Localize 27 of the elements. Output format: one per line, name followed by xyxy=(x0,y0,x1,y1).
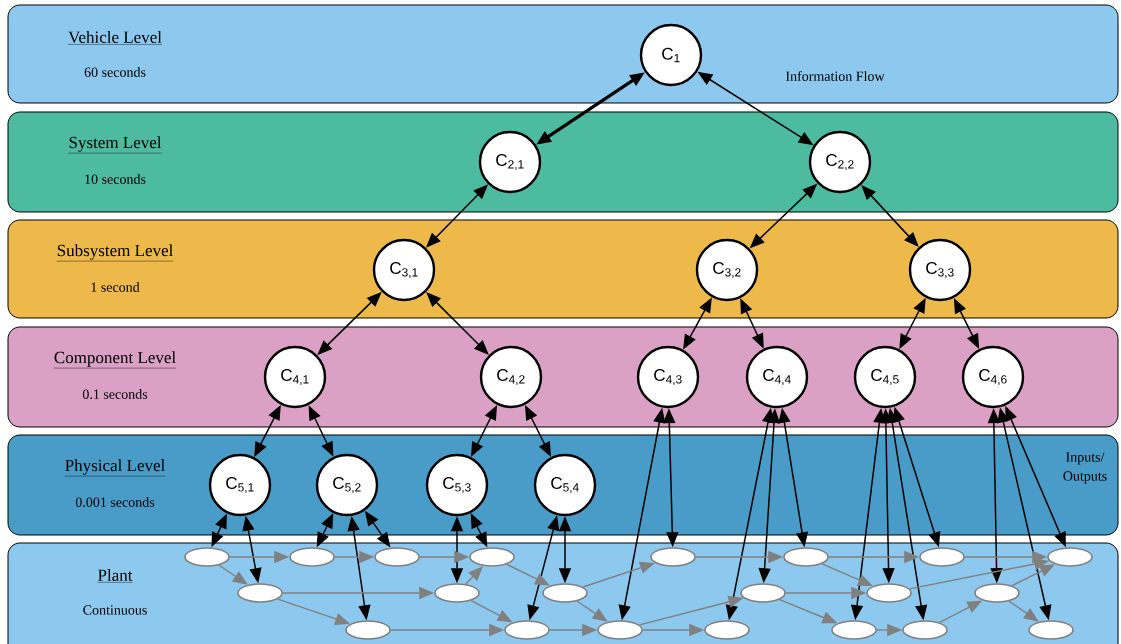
plant-state-ellipse xyxy=(740,583,786,603)
plant-state-ellipse xyxy=(1047,547,1093,567)
plant-state-ellipse xyxy=(374,547,420,567)
plant-state-ellipse xyxy=(704,620,750,640)
arrow xyxy=(506,563,550,586)
plant-state-ellipse xyxy=(902,620,948,640)
plant-state-ellipse xyxy=(345,620,391,640)
plant-state-ellipse xyxy=(919,547,965,567)
plant-state-ellipse xyxy=(504,620,550,640)
note-text: Inputs/ Outputs xyxy=(1063,452,1107,484)
plant-state-ellipse xyxy=(542,583,588,603)
plant-state-ellipse xyxy=(650,547,696,567)
plant-state-ellipse xyxy=(1028,620,1074,640)
plant-state-ellipse xyxy=(434,583,480,603)
plant-state-ellipse xyxy=(184,547,230,567)
plant-state-ellipse xyxy=(237,583,283,603)
note-text: Information Flow xyxy=(785,71,885,81)
plant-state-ellipse xyxy=(974,583,1020,603)
plant-state-ellipse xyxy=(866,583,912,603)
plant-state-ellipse xyxy=(783,547,829,567)
plant-state-ellipse xyxy=(289,547,335,567)
arrow xyxy=(426,292,489,355)
arrow xyxy=(1008,600,1039,622)
plant-state-ellipse xyxy=(469,547,515,567)
plant-state-ellipse xyxy=(597,620,643,640)
arrow xyxy=(1011,564,1055,587)
plant-state-ellipse xyxy=(831,620,877,640)
